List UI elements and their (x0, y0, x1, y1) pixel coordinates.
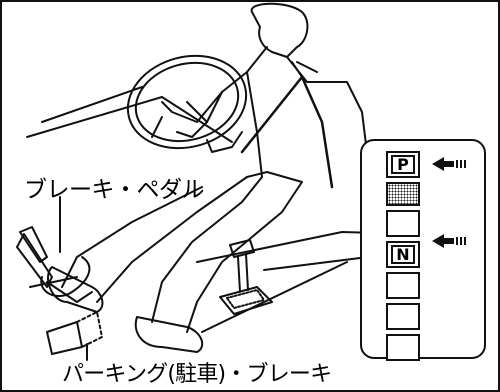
brake-pedal-label: ブレーキ・ペダル (24, 170, 204, 204)
right-shoe (136, 317, 202, 352)
driver-figure (62, 4, 377, 332)
n-indicator: N (391, 245, 415, 264)
p-indicator: P (391, 155, 415, 174)
shift-gate-panel: P N (360, 139, 486, 359)
brake-pedal (17, 227, 92, 302)
parking-brake-pedal (47, 312, 102, 354)
gate-position-n: N (386, 241, 420, 268)
gate-position-p: P (386, 151, 420, 178)
gate-position-p-r (386, 182, 420, 206)
gate-position-2 (386, 303, 420, 330)
arrow-left-icon (432, 157, 468, 171)
parking-brake-label: パーキング(駐車)・ブレーキ (62, 356, 331, 388)
gate-position-l (386, 334, 420, 361)
arrow-left-icon (432, 234, 468, 248)
gate-position-d (386, 272, 420, 299)
gate-position-r (386, 210, 420, 237)
steering-wheel (117, 43, 256, 161)
shift-lever (220, 240, 360, 314)
shift-gate-column: P N (386, 151, 424, 365)
